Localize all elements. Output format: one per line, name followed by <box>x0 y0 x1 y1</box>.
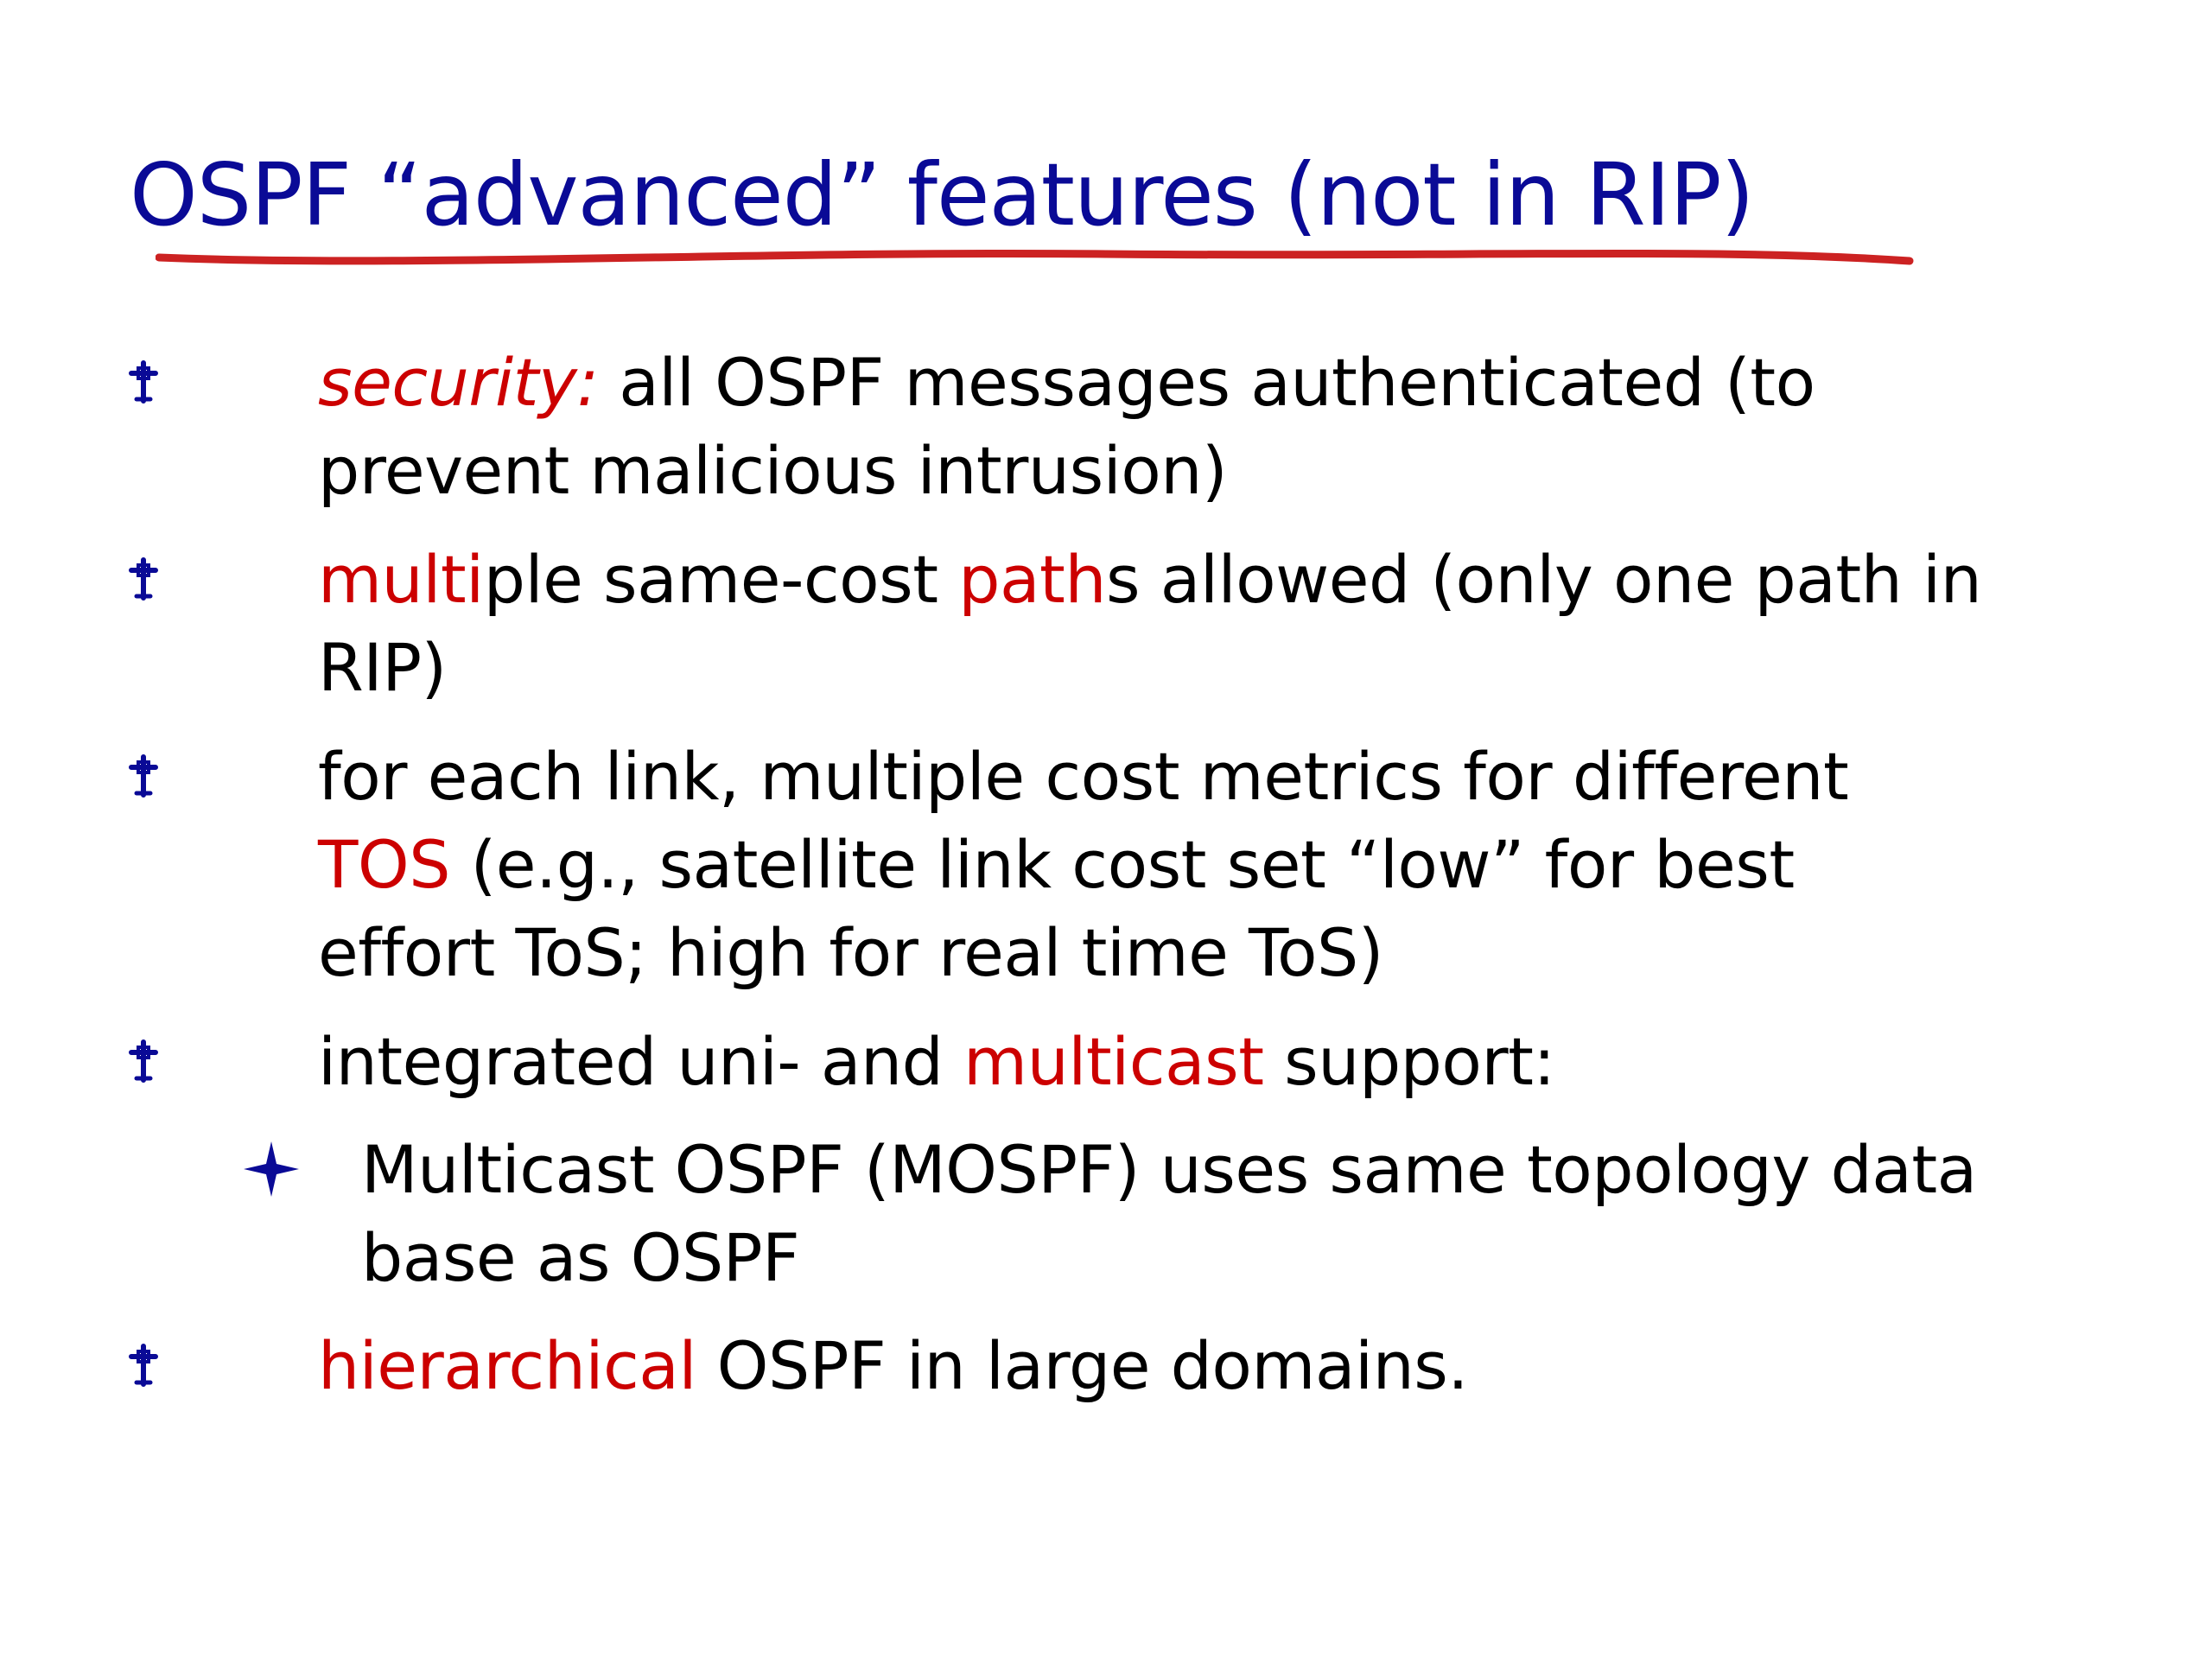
bullet-line: integrated uni- and multicast support: <box>318 1018 1555 1106</box>
cross-bullet-icon <box>126 556 161 601</box>
cross-bullet-icon <box>126 1039 161 1084</box>
bullet-line: prevent malicious intrusion) <box>318 427 1228 515</box>
bullet-text: (e.g., satellite link cost set “low” for… <box>450 826 1796 903</box>
highlight-text: multicast <box>963 1023 1264 1100</box>
bullet-text: ple same-cost <box>483 541 959 618</box>
bullet-text: Multicast OSPF (MOSPF) uses same topolog… <box>361 1131 1977 1208</box>
highlight-text: path <box>958 541 1107 618</box>
bullet-line: Multicast OSPF (MOSPF) uses same topolog… <box>361 1126 1977 1214</box>
bullet-line: RIP) <box>318 624 447 712</box>
bullet-text: RIP) <box>318 629 447 706</box>
bullet-line: TOS (e.g., satellite link cost set “low”… <box>318 821 1795 909</box>
bullet-text: effort ToS; high for real time ToS) <box>318 914 1383 991</box>
bullet-text: integrated uni- and <box>318 1023 964 1100</box>
bullet-text: for each link, multiple cost metrics for… <box>318 738 1849 815</box>
bullet-line: hierarchical OSPF in large domains. <box>318 1322 1469 1410</box>
bullet-text: s allowed (only one path in <box>1106 541 1982 618</box>
cross-bullet-icon <box>126 1343 161 1388</box>
slide-title: OSPF “advanced” features (not in RIP) <box>130 144 1755 245</box>
title-underline <box>156 249 1914 265</box>
star-subbullet-icon <box>240 1138 302 1200</box>
highlight-text: multi <box>318 541 484 618</box>
bullet-line: effort ToS; high for real time ToS) <box>318 909 1383 997</box>
cross-bullet-icon <box>126 359 161 404</box>
bullet-text: base as OSPF <box>361 1219 800 1296</box>
bullet-text: all OSPF messages authenticated (to <box>598 344 1815 421</box>
bullet-line: base as OSPF <box>361 1214 800 1302</box>
highlight-text: security: <box>318 344 599 421</box>
bullet-text: prevent malicious intrusion) <box>318 432 1228 509</box>
bullet-line: security: all OSPF messages authenticate… <box>318 339 1815 427</box>
bullet-text: OSPF in large domains. <box>696 1327 1469 1404</box>
bullet-line: for each link, multiple cost metrics for… <box>318 733 1849 821</box>
highlight-text: hierarchical <box>318 1327 696 1404</box>
bullet-text: support: <box>1263 1023 1555 1100</box>
cross-bullet-icon <box>126 753 161 798</box>
highlight-text: TOS <box>318 826 451 903</box>
bullet-line: multiple same-cost paths allowed (only o… <box>318 536 1982 624</box>
